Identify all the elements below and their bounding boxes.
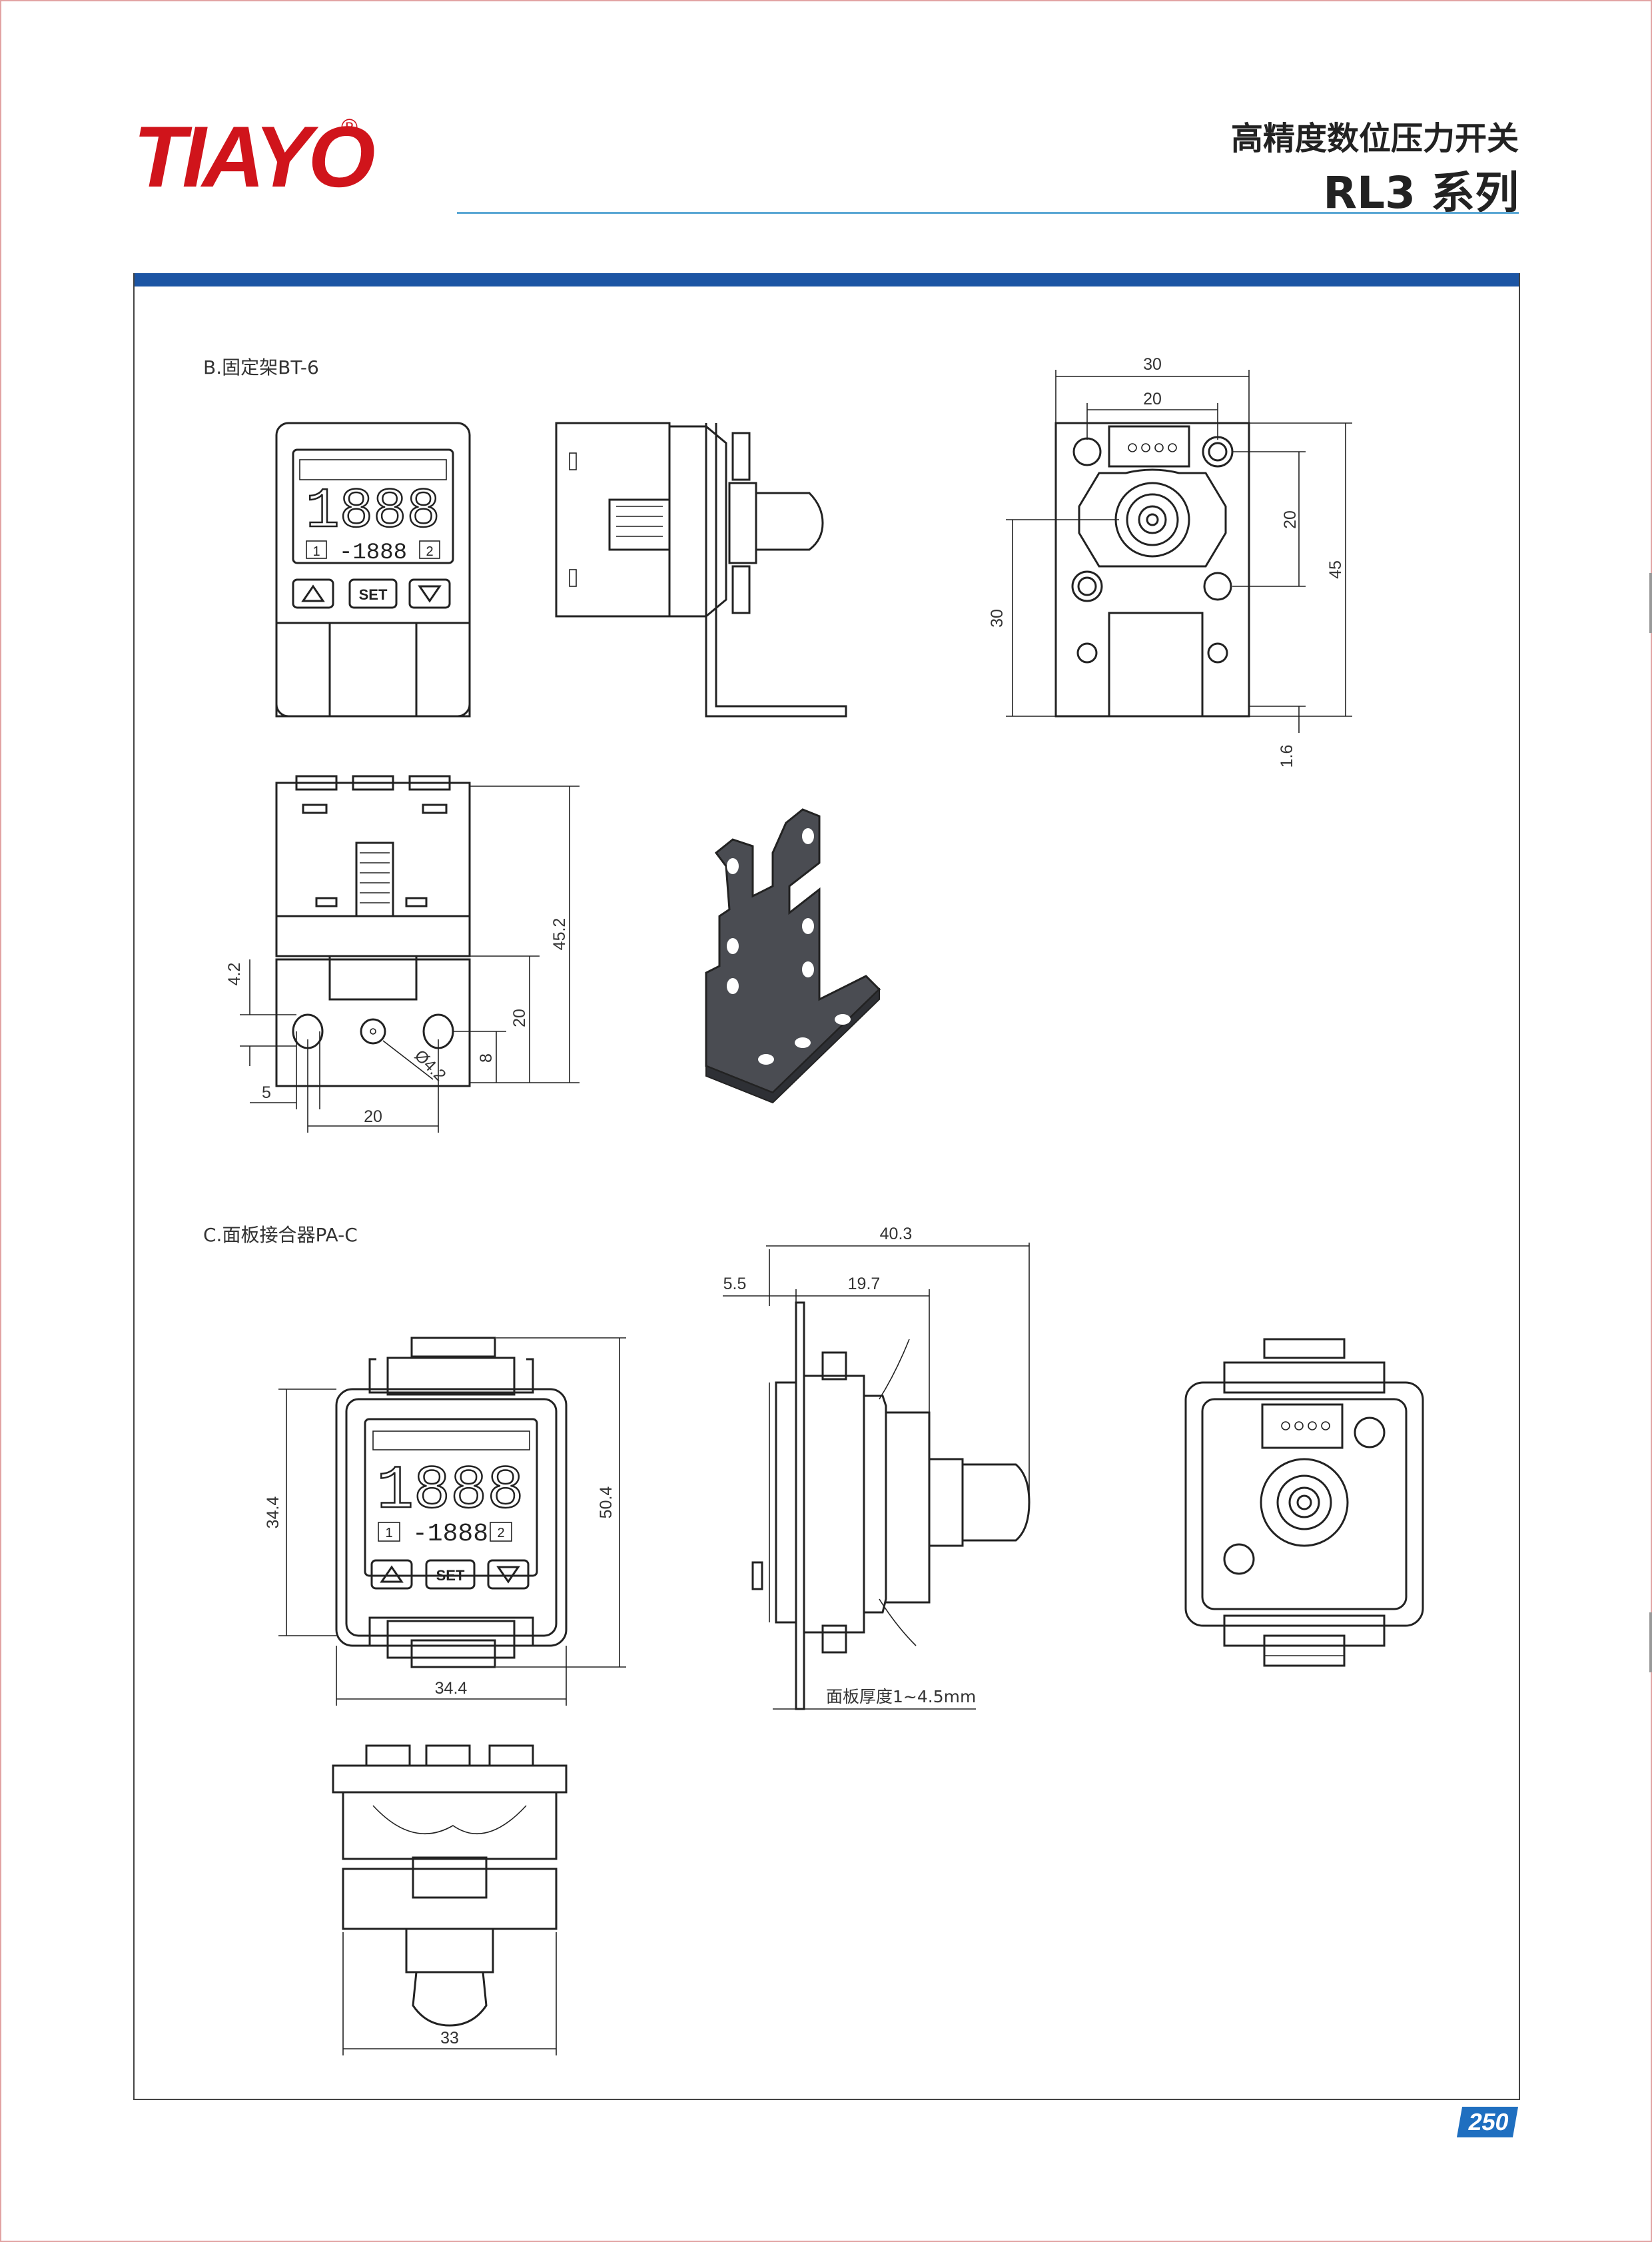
bt6-bracket-face: 30 20 20 45 30 1.6 (988, 355, 1352, 768)
section-c-label: C.面板接合器PA-C (203, 1224, 358, 1246)
dim-c-w344: 34.4 (435, 1679, 468, 1698)
dim-b-w20b: 20 (364, 1107, 382, 1126)
pac-side-view: 40.3 5.5 19.7 面板厚度1~4.5mm (723, 1225, 1031, 1710)
front-display-sub: -1888 (339, 540, 407, 566)
dim-c-w403: 40.3 (880, 1225, 913, 1243)
registered-mark: ® (341, 115, 358, 140)
header-series-title: RL3 系列 (1323, 167, 1519, 219)
pac-display-main: 1888 (377, 1456, 524, 1526)
pac-back-view (1184, 1338, 1424, 1667)
dim-c-h344: 34.4 (264, 1496, 282, 1529)
dim-b-h8: 8 (477, 1053, 496, 1063)
dim-b-w20: 20 (1143, 390, 1162, 408)
front-label-2: 2 (426, 544, 433, 559)
pac-bottom-view: 33 (332, 1744, 568, 2055)
dim-b-h452: 45.2 (550, 918, 569, 951)
panel-thickness-note: 面板厚度1~4.5mm (826, 1687, 976, 1706)
pac-label-2: 2 (497, 1526, 504, 1540)
pac-set-button: SET (436, 1567, 465, 1584)
content-frame (133, 273, 1520, 2100)
dim-c-w33: 33 (440, 2029, 459, 2047)
pac-label-1: 1 (385, 1526, 392, 1540)
bt6-bracket-isometric (705, 808, 881, 1104)
section-b-label: B.固定架BT-6 (203, 356, 319, 378)
dim-c-w55: 5.5 (723, 1275, 747, 1293)
bt6-side-view (555, 422, 847, 718)
header-divider (457, 212, 1519, 214)
page-number: 250 (1456, 2107, 1519, 2137)
front-set-button: SET (359, 586, 388, 603)
brand-logo: TIAYO (133, 108, 376, 205)
bt6-bottom-view: 45.2 4.2 20 8 5 20 Ø4.2 (225, 775, 580, 1133)
dim-b-w30: 30 (1143, 355, 1162, 374)
section-accent-bar (133, 273, 1520, 286)
dim-b-dia: Ø4.2 (411, 1046, 450, 1085)
front-display-main: 1888 (306, 480, 440, 544)
dim-b-h20b: 20 (510, 1009, 529, 1027)
pac-front-view: 1888 1 -1888 2 SET 34.4 50.4 34.4 (264, 1337, 626, 1706)
page-edge-mark-bottom (1649, 1612, 1652, 1672)
dim-c-w197: 19.7 (848, 1275, 881, 1293)
dim-c-h504: 50.4 (597, 1486, 616, 1519)
bt6-front-view: 1888 1 -1888 2 SET (275, 422, 471, 718)
header-subtitle: 高精度数位压力开关 (1230, 120, 1519, 157)
dim-b-h45: 45 (1326, 560, 1345, 579)
dim-b-w5: 5 (262, 1083, 271, 1102)
page-edge-mark-top (1649, 573, 1652, 633)
dim-b-h30: 30 (988, 609, 1007, 628)
pac-display-sub: -1888 (412, 1520, 488, 1548)
dim-b-h20: 20 (1281, 510, 1300, 529)
dim-b-t16: 1.6 (1278, 745, 1296, 768)
dim-b-h42: 4.2 (225, 963, 244, 986)
front-label-1: 1 (312, 544, 320, 559)
